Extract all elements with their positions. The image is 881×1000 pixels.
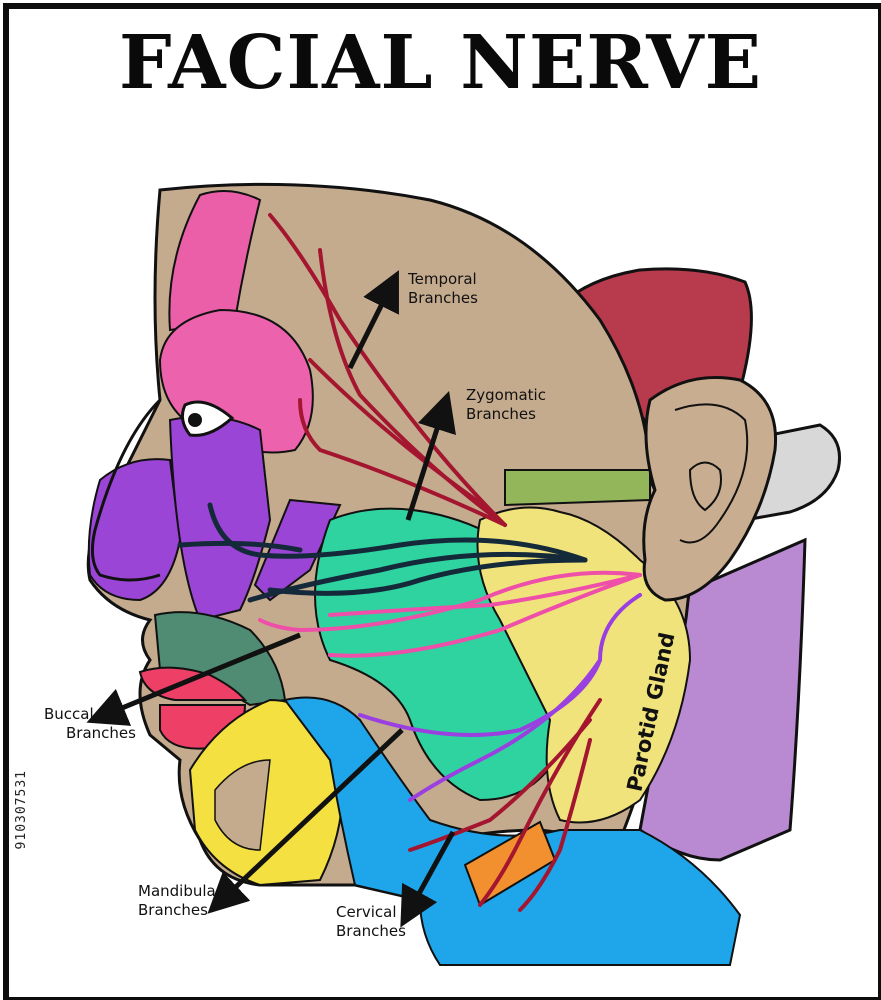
- label-cervical-line1: Cervical: [336, 903, 397, 921]
- label-cervical-line2: Branches: [336, 922, 406, 940]
- label-zygomatic-line2: Branches: [466, 405, 536, 423]
- label-zygomatic-branches: Zygomatic Branches: [466, 386, 546, 424]
- black-frame-border: [3, 3, 881, 1000]
- label-buccal-line2: Branches: [66, 724, 136, 742]
- label-buccal-branches: Buccal Branches: [44, 705, 136, 743]
- label-mandibular-line2: Branches: [138, 901, 208, 919]
- arrow-temporal: [347, 270, 399, 370]
- arrow-zygomatic: [405, 390, 456, 521]
- label-mandibular-branches: Mandibular Branches: [138, 882, 222, 920]
- frontalis-muscle: [168, 190, 262, 332]
- arrow-cervical: [400, 830, 456, 928]
- nose-outline: [90, 398, 162, 582]
- label-temporal-branches: Temporal Branches: [408, 270, 478, 308]
- ear-helix-inner: [674, 403, 749, 544]
- buccal-nerve-branches: [258, 570, 642, 658]
- ear-concha: [688, 461, 722, 512]
- arrow-buccal: [86, 632, 301, 726]
- ear: [642, 376, 778, 602]
- label-buccal-line1: Buccal: [44, 705, 94, 723]
- diagram-title: FACIAL NERVE: [118, 20, 763, 106]
- label-cervical-branches: Cervical Branches: [336, 903, 406, 941]
- zygomatic-nerve-branches: [177, 502, 588, 603]
- zygomatic-arch-strip: [504, 469, 651, 507]
- eye-pupil: [188, 413, 202, 427]
- label-temporal-line1: Temporal: [408, 270, 477, 288]
- label-temporal-line2: Branches: [408, 289, 478, 307]
- temporal-nerve-branches: [268, 213, 507, 527]
- cervical-nerve-branches: [408, 698, 602, 912]
- pointer-arrows: [86, 270, 456, 928]
- nasalis-muscle: [87, 458, 182, 602]
- arrow-mandibular: [207, 728, 404, 914]
- chin-inner-tan: [214, 759, 271, 851]
- mandibular-nerve-branches: [358, 593, 642, 802]
- eye: [180, 400, 235, 437]
- side-reference-number: 910307531: [14, 770, 29, 850]
- platysma-muscle: [283, 696, 742, 966]
- parotid-gland: [476, 506, 692, 824]
- label-mandibular-line1: Mandibular: [138, 882, 222, 900]
- label-zygomatic-line1: Zygomatic: [466, 386, 546, 404]
